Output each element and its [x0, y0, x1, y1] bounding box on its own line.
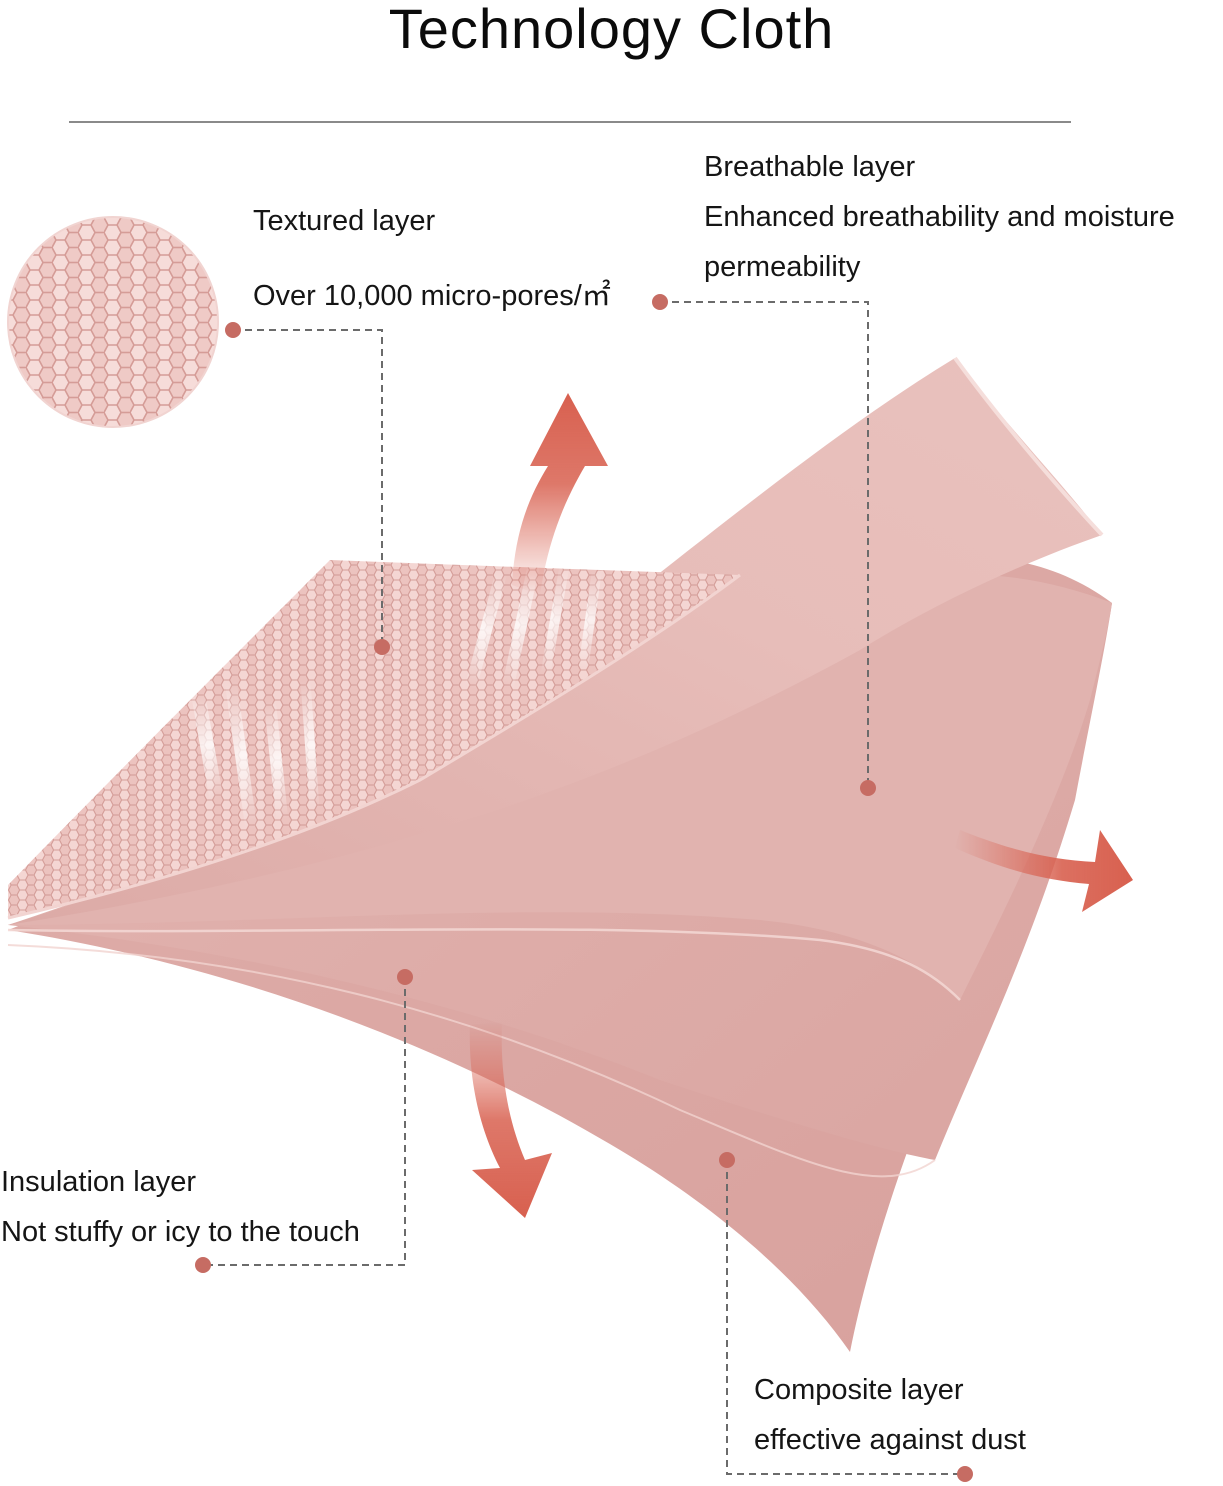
composite-label-marker — [957, 1466, 973, 1482]
top-layer-flap — [8, 358, 1102, 925]
textured-circle-marker — [225, 322, 241, 338]
vapor-streaks — [190, 560, 602, 831]
composite-layer-marker — [719, 1152, 735, 1168]
textured-layer-marker — [374, 639, 390, 655]
title-divider — [69, 121, 1071, 123]
page-title: Technology Cloth — [388, 0, 835, 60]
composite-layer-title: Composite layer — [754, 1374, 964, 1406]
arrow-up-icon — [512, 393, 608, 595]
insulation-layer-marker — [397, 969, 413, 985]
leader-lines — [203, 301, 965, 1475]
arrow-down-icon — [469, 1022, 552, 1218]
breathable-label-marker — [652, 294, 668, 310]
composite-layer-desc: effective against dust — [754, 1424, 1026, 1456]
insulation-layer-desc: Not stuffy or icy to the touch — [1, 1216, 360, 1248]
textured-layer-surface — [8, 560, 740, 918]
breathable-layer-desc-line2: permeability — [704, 251, 861, 283]
insulation-layer-title: Insulation layer — [1, 1166, 197, 1198]
breathable-layer-marker — [860, 780, 876, 796]
textured-layer-desc: Over 10,000 micro-pores/㎡ — [253, 280, 611, 312]
insulation-label-marker — [195, 1257, 211, 1273]
arrow-right-icon — [955, 830, 1133, 912]
breathable-layer-desc-line1: Enhanced breathability and moisture — [704, 201, 1175, 233]
marker-dots — [195, 294, 973, 1482]
textured-layer-title: Textured layer — [253, 205, 436, 237]
breathable-layer-title: Breathable layer — [704, 151, 916, 183]
texture-zoom-circle — [7, 216, 219, 428]
